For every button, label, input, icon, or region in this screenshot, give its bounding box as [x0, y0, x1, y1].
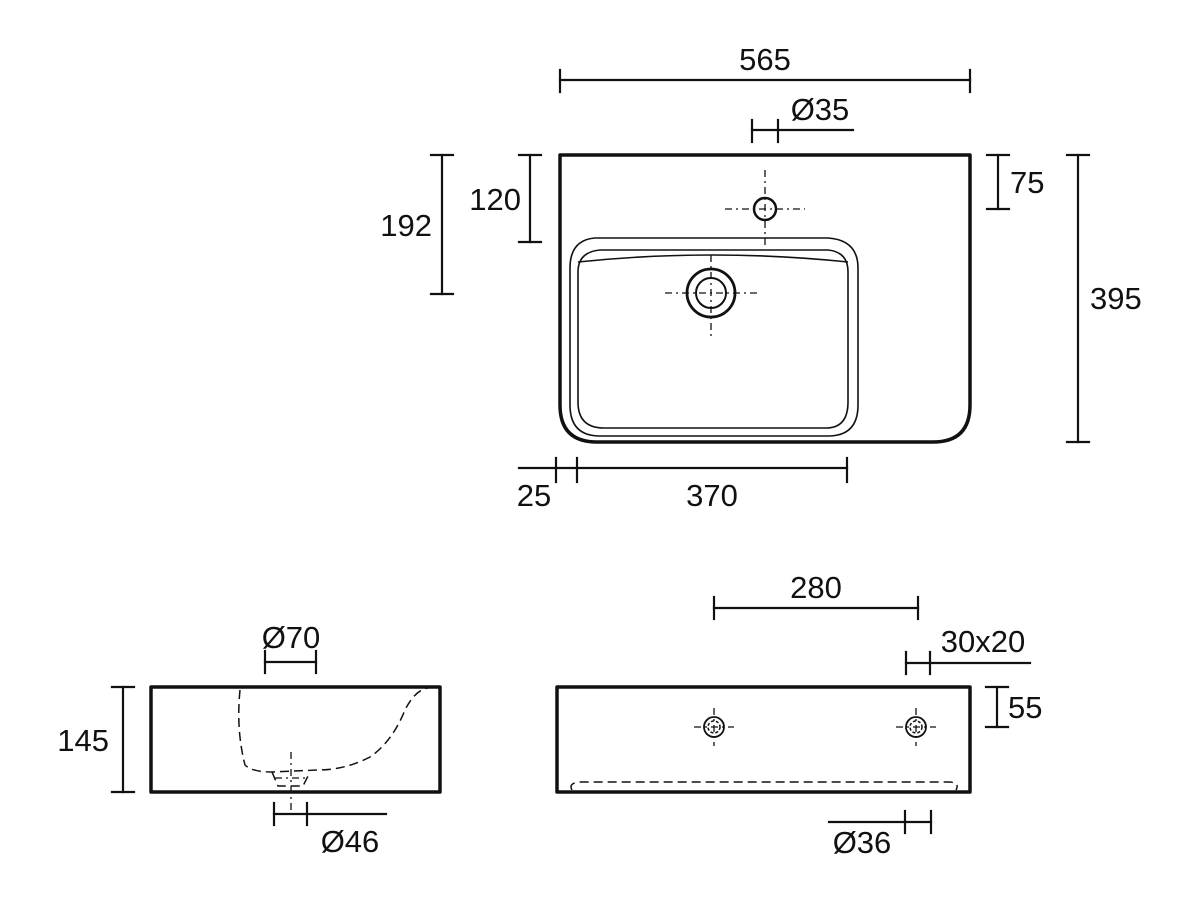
dim-565: 565 — [739, 42, 791, 77]
dim-145: 145 — [57, 723, 109, 758]
dim-30x20: 30x20 — [941, 624, 1025, 659]
top-view: 565 Ø35 75 395 192 120 25 370 — [380, 42, 1141, 513]
dim-25: 25 — [517, 478, 551, 513]
side-view: Ø70 145 Ø46 — [57, 620, 442, 859]
bowl-rim — [577, 254, 849, 263]
dim-rear-hole: Ø36 — [833, 825, 892, 860]
rear-outline — [555, 685, 972, 794]
dim-55: 55 — [1008, 690, 1042, 725]
rear-hidden-base — [570, 781, 958, 791]
bowl-inner — [577, 249, 849, 429]
dim-tap-hole: Ø35 — [791, 92, 850, 127]
dim-370: 370 — [686, 478, 738, 513]
dim-side-waste-top: Ø70 — [262, 620, 321, 655]
bowl-outline — [569, 237, 859, 437]
dim-280: 280 — [790, 570, 842, 605]
basin-outline — [558, 153, 972, 444]
dim-192: 192 — [380, 208, 432, 243]
dim-395: 395 — [1090, 281, 1142, 316]
side-bowl-profile — [238, 687, 429, 773]
rear-view: 280 30x20 55 Ø36 — [555, 570, 1042, 860]
dim-120: 120 — [469, 182, 521, 217]
dim-side-waste-bottom: Ø46 — [321, 824, 380, 859]
side-outline — [149, 685, 442, 794]
dim-75: 75 — [1010, 165, 1044, 200]
